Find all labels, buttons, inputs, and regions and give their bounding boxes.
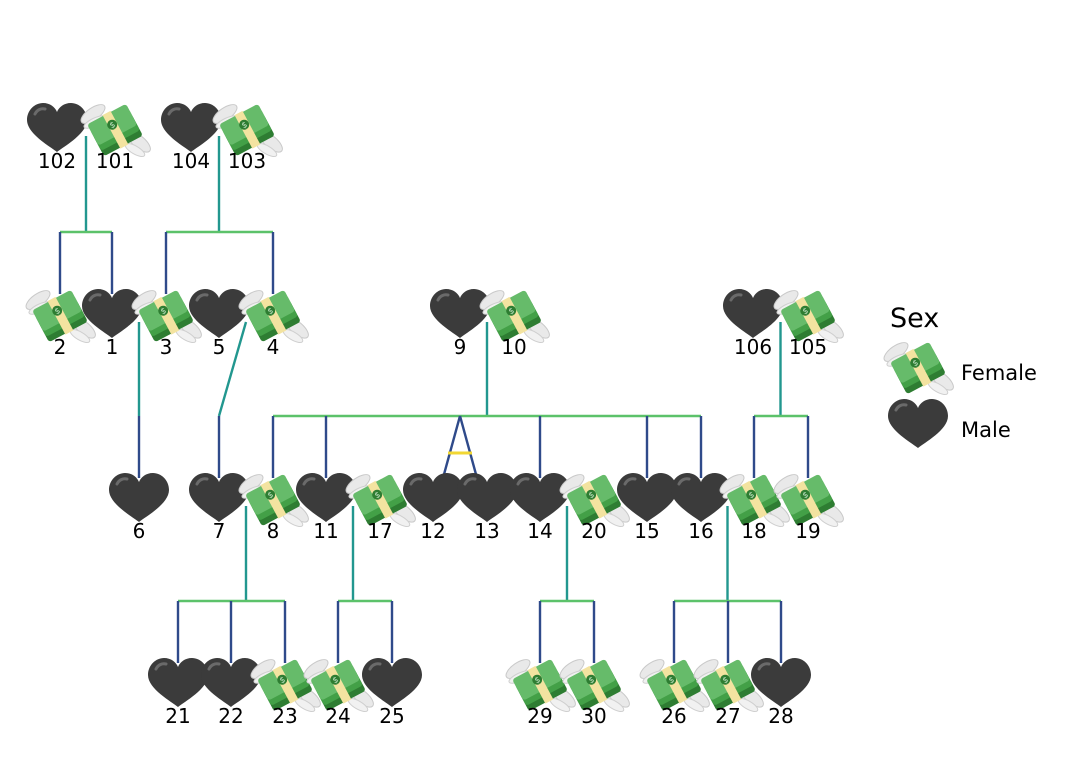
individual-17: 17 — [342, 470, 420, 543]
individual-2: 2 — [22, 286, 100, 359]
individual-104: 104 — [159, 101, 223, 173]
descent-line — [217, 321, 248, 417]
individual-id-label: 22 — [218, 704, 243, 728]
individual-id-label: 102 — [38, 149, 76, 173]
twin-line — [441, 415, 462, 479]
individual-7: 7 — [187, 471, 251, 543]
individual-id-label: 17 — [367, 519, 392, 543]
black-heart-icon — [721, 287, 785, 340]
black-heart-icon — [199, 656, 263, 709]
individual-id-label: 104 — [172, 149, 210, 173]
individual-id-label: 106 — [734, 335, 772, 359]
individual-21: 21 — [146, 656, 210, 728]
individual-22: 22 — [199, 656, 263, 728]
black-heart-icon — [159, 101, 223, 154]
individual-12: 12 — [401, 471, 465, 543]
black-heart-icon — [428, 287, 492, 340]
individual-10: 10 — [476, 286, 554, 359]
individual-4: 4 — [235, 286, 313, 359]
individual-105: 105 — [770, 286, 848, 359]
individual-id-label: 26 — [661, 704, 686, 728]
individual-8: 8 — [235, 470, 313, 543]
individual-26: 26 — [636, 655, 714, 728]
individual-id-label: 11 — [313, 519, 338, 543]
legend: Sex Female Male — [880, 303, 1037, 450]
legend-label-male: Male — [961, 418, 1011, 442]
individual-28: 28 — [749, 656, 813, 728]
individual-29: 29 — [502, 655, 580, 728]
individual-id-label: 105 — [789, 335, 827, 359]
individual-id-label: 14 — [527, 519, 552, 543]
black-heart-icon — [455, 471, 519, 524]
individual-id-label: 30 — [581, 704, 606, 728]
individual-id-label: 3 — [160, 335, 173, 359]
individual-id-label: 27 — [715, 704, 740, 728]
black-heart-icon — [508, 471, 572, 524]
twin-line — [458, 415, 479, 479]
individual-id-label: 20 — [581, 519, 606, 543]
individual-id-label: 28 — [768, 704, 793, 728]
individual-106: 106 — [721, 287, 785, 359]
individual-id-label: 10 — [501, 335, 526, 359]
individual-id-label: 7 — [213, 519, 226, 543]
individual-3: 3 — [128, 286, 206, 359]
money-with-wings-icon — [880, 338, 958, 398]
individual-23: 23 — [247, 655, 325, 728]
individual-id-label: 13 — [474, 519, 499, 543]
individual-id-label: 1 — [106, 335, 119, 359]
individual-102: 102 — [25, 101, 89, 173]
individual-id-label: 12 — [420, 519, 445, 543]
black-heart-icon — [187, 471, 251, 524]
individual-15: 15 — [615, 471, 679, 543]
individual-11: 11 — [294, 471, 358, 543]
individual-id-label: 101 — [96, 149, 134, 173]
relationship-lines — [58, 136, 810, 663]
individual-13: 13 — [455, 471, 519, 543]
individual-id-label: 2 — [54, 335, 67, 359]
individual-9: 9 — [428, 287, 492, 359]
individual-id-label: 23 — [272, 704, 297, 728]
individual-101: 101 — [77, 100, 155, 173]
legend-label-female: Female — [961, 361, 1037, 385]
individual-id-label: 103 — [228, 149, 266, 173]
black-heart-icon — [107, 471, 171, 524]
black-heart-icon — [669, 471, 733, 524]
individual-30: 30 — [556, 655, 634, 728]
individual-20: 20 — [556, 470, 634, 543]
individual-5: 5 — [187, 287, 251, 359]
black-heart-icon — [886, 397, 950, 450]
black-heart-icon — [25, 101, 89, 154]
individual-14: 14 — [508, 471, 572, 543]
black-heart-icon — [146, 656, 210, 709]
individual-id-label: 4 — [267, 335, 280, 359]
individual-id-label: 15 — [634, 519, 659, 543]
individual-id-label: 16 — [688, 519, 713, 543]
individual-id-label: 19 — [795, 519, 820, 543]
individual-id-label: 8 — [267, 519, 280, 543]
individual-103: 103 — [209, 100, 287, 173]
individual-id-label: 5 — [213, 335, 226, 359]
individual-id-label: 21 — [165, 704, 190, 728]
individual-27: 27 — [690, 655, 768, 728]
individual-1: 1 — [80, 287, 144, 359]
individual-6: 6 — [107, 471, 171, 543]
legend-title: Sex — [890, 303, 939, 334]
individual-id-label: 9 — [454, 335, 467, 359]
individual-id-label: 18 — [741, 519, 766, 543]
individual-18: 18 — [716, 470, 794, 543]
individual-id-label: 25 — [379, 704, 404, 728]
individual-id-label: 29 — [527, 704, 552, 728]
individual-16: 16 — [669, 471, 733, 543]
individual-24: 24 — [300, 655, 378, 728]
individual-id-label: 6 — [133, 519, 146, 543]
individual-25: 25 — [360, 656, 424, 728]
individual-19: 19 — [770, 470, 848, 543]
individual-id-label: 24 — [325, 704, 350, 728]
